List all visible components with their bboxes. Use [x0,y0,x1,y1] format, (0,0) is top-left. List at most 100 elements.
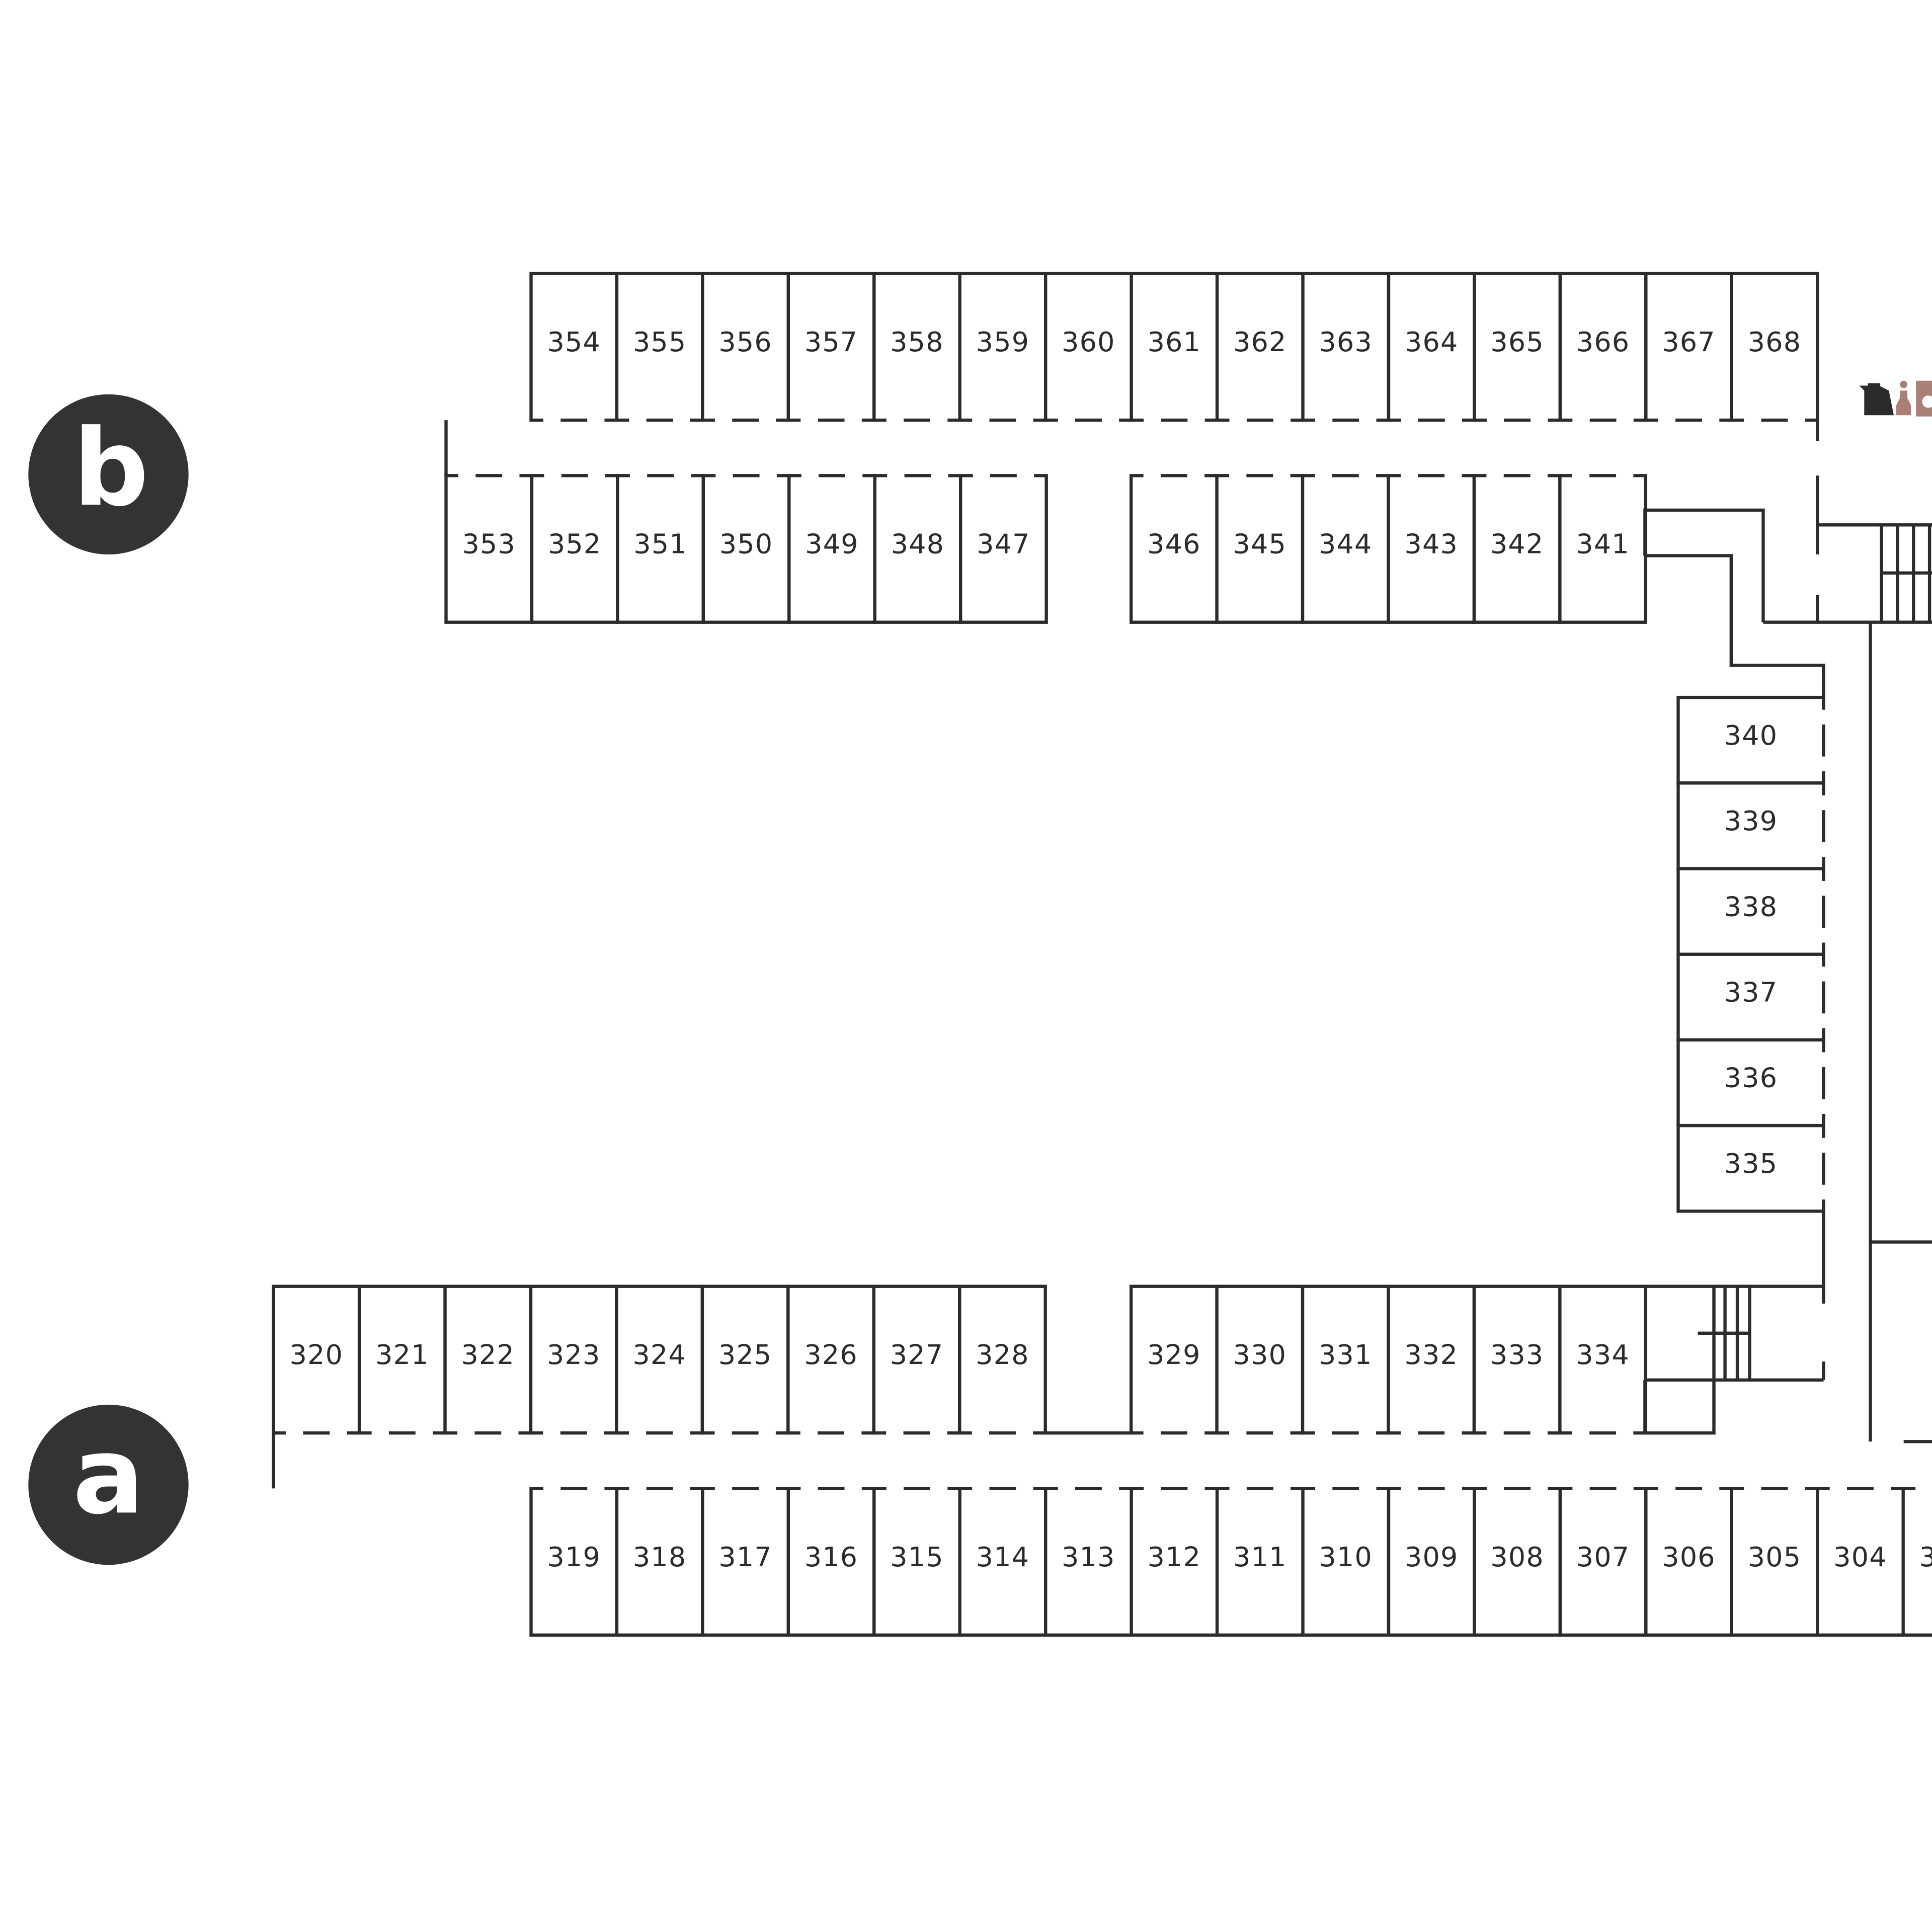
room-outline [1129,1284,1219,1435]
room-362[interactable]: 362 [1215,272,1305,422]
room-351[interactable]: 351 [616,474,705,624]
room-353[interactable]: 353 [444,474,534,624]
room-363[interactable]: 363 [1301,272,1391,422]
room-329[interactable]: 329 [1129,1284,1219,1435]
room-361[interactable]: 361 [1130,272,1219,422]
room-359[interactable]: 359 [958,272,1048,422]
room-360[interactable]: 360 [1044,272,1133,422]
room-368[interactable]: 368 [1730,272,1819,422]
room-number: 326 [804,1339,857,1371]
room-outline [701,1487,790,1637]
room-317[interactable]: 317 [701,1487,790,1637]
room-number: 331 [1319,1339,1372,1371]
room-333[interactable]: 333 [1472,1284,1562,1435]
room-350[interactable]: 350 [701,474,791,624]
room-outline [1215,474,1305,624]
room-340[interactable]: 340 [1676,695,1825,785]
room-365[interactable]: 365 [1473,272,1562,422]
room-356[interactable]: 356 [701,272,790,422]
room-outline [529,1284,618,1435]
room-367[interactable]: 367 [1644,272,1733,422]
room-336[interactable]: 336 [1676,1038,1825,1128]
room-311[interactable]: 311 [1215,1487,1305,1637]
room-328[interactable]: 328 [958,1284,1047,1435]
room-341[interactable]: 341 [1558,474,1648,624]
room-number: 327 [890,1339,943,1371]
room-352[interactable]: 352 [530,474,619,624]
room-357[interactable]: 357 [786,272,876,422]
room-355[interactable]: 355 [615,272,704,422]
room-315[interactable]: 315 [872,1487,961,1637]
room-346[interactable]: 346 [1129,474,1219,624]
room-307[interactable]: 307 [1558,1487,1648,1637]
room-330[interactable]: 330 [1215,1284,1305,1435]
room-309[interactable]: 309 [1387,1487,1476,1637]
room-320[interactable]: 320 [272,1284,361,1435]
room-314[interactable]: 314 [958,1487,1048,1637]
room-312[interactable]: 312 [1130,1487,1219,1637]
room-342[interactable]: 342 [1472,474,1562,624]
room-outline [1301,474,1390,624]
room-outline [1301,272,1391,422]
room-number: 338 [1724,891,1778,922]
room-303[interactable]: 303 [1901,1487,1932,1637]
room-339[interactable]: 339 [1676,781,1825,870]
person-icon [1896,380,1911,416]
room-number: 315 [890,1541,943,1573]
room-349[interactable]: 349 [787,474,876,624]
room-outline [529,1487,619,1637]
room-outline [444,474,534,624]
room-310[interactable]: 310 [1301,1487,1391,1637]
room-outline [1676,1123,1825,1213]
room-number: 312 [1148,1541,1201,1573]
room-358[interactable]: 358 [872,272,961,422]
room-366[interactable]: 366 [1558,272,1648,422]
room-343[interactable]: 343 [1387,474,1476,624]
room-348[interactable]: 348 [873,474,962,624]
room-outline [615,272,704,422]
room-305[interactable]: 305 [1730,1487,1819,1637]
room-number: 350 [719,528,773,560]
room-outline [1558,1487,1648,1637]
room-304[interactable]: 304 [1816,1487,1905,1637]
room-323[interactable]: 323 [529,1284,618,1435]
room-306[interactable]: 306 [1644,1487,1733,1637]
room-347[interactable]: 347 [959,474,1048,624]
doorways [286,417,1932,1492]
room-319[interactable]: 319 [529,1487,619,1637]
room-322[interactable]: 322 [443,1284,533,1435]
room-number: 323 [547,1339,600,1371]
room-outline [1473,272,1562,422]
room-number: 333 [1490,1339,1544,1371]
room-number: 345 [1233,528,1286,560]
room-outline [1387,1487,1476,1637]
room-outline [530,474,619,624]
room-308[interactable]: 308 [1473,1487,1562,1637]
room-318[interactable]: 318 [615,1487,704,1637]
room-325[interactable]: 325 [700,1284,790,1435]
room-337[interactable]: 337 [1676,952,1825,1042]
room-outline [873,474,962,624]
room-332[interactable]: 332 [1387,1284,1476,1435]
room-number: 352 [548,528,601,560]
room-354[interactable]: 354 [529,272,619,422]
room-321[interactable]: 321 [357,1284,447,1435]
room-345[interactable]: 345 [1215,474,1305,624]
room-number: 308 [1490,1541,1544,1573]
room-number: 366 [1576,326,1630,358]
room-number: 318 [633,1541,686,1573]
room-331[interactable]: 331 [1301,1284,1390,1435]
room-338[interactable]: 338 [1676,867,1825,956]
room-344[interactable]: 344 [1301,474,1390,624]
room-364[interactable]: 364 [1387,272,1476,422]
room-334[interactable]: 334 [1558,1284,1648,1435]
room-326[interactable]: 326 [786,1284,875,1435]
room-316[interactable]: 316 [786,1487,876,1637]
room-313[interactable]: 313 [1044,1487,1133,1637]
room-327[interactable]: 327 [872,1284,961,1435]
room-335[interactable]: 335 [1676,1123,1825,1213]
room-outline [1130,272,1219,422]
room-324[interactable]: 324 [615,1284,704,1435]
room-number: 336 [1724,1062,1778,1094]
